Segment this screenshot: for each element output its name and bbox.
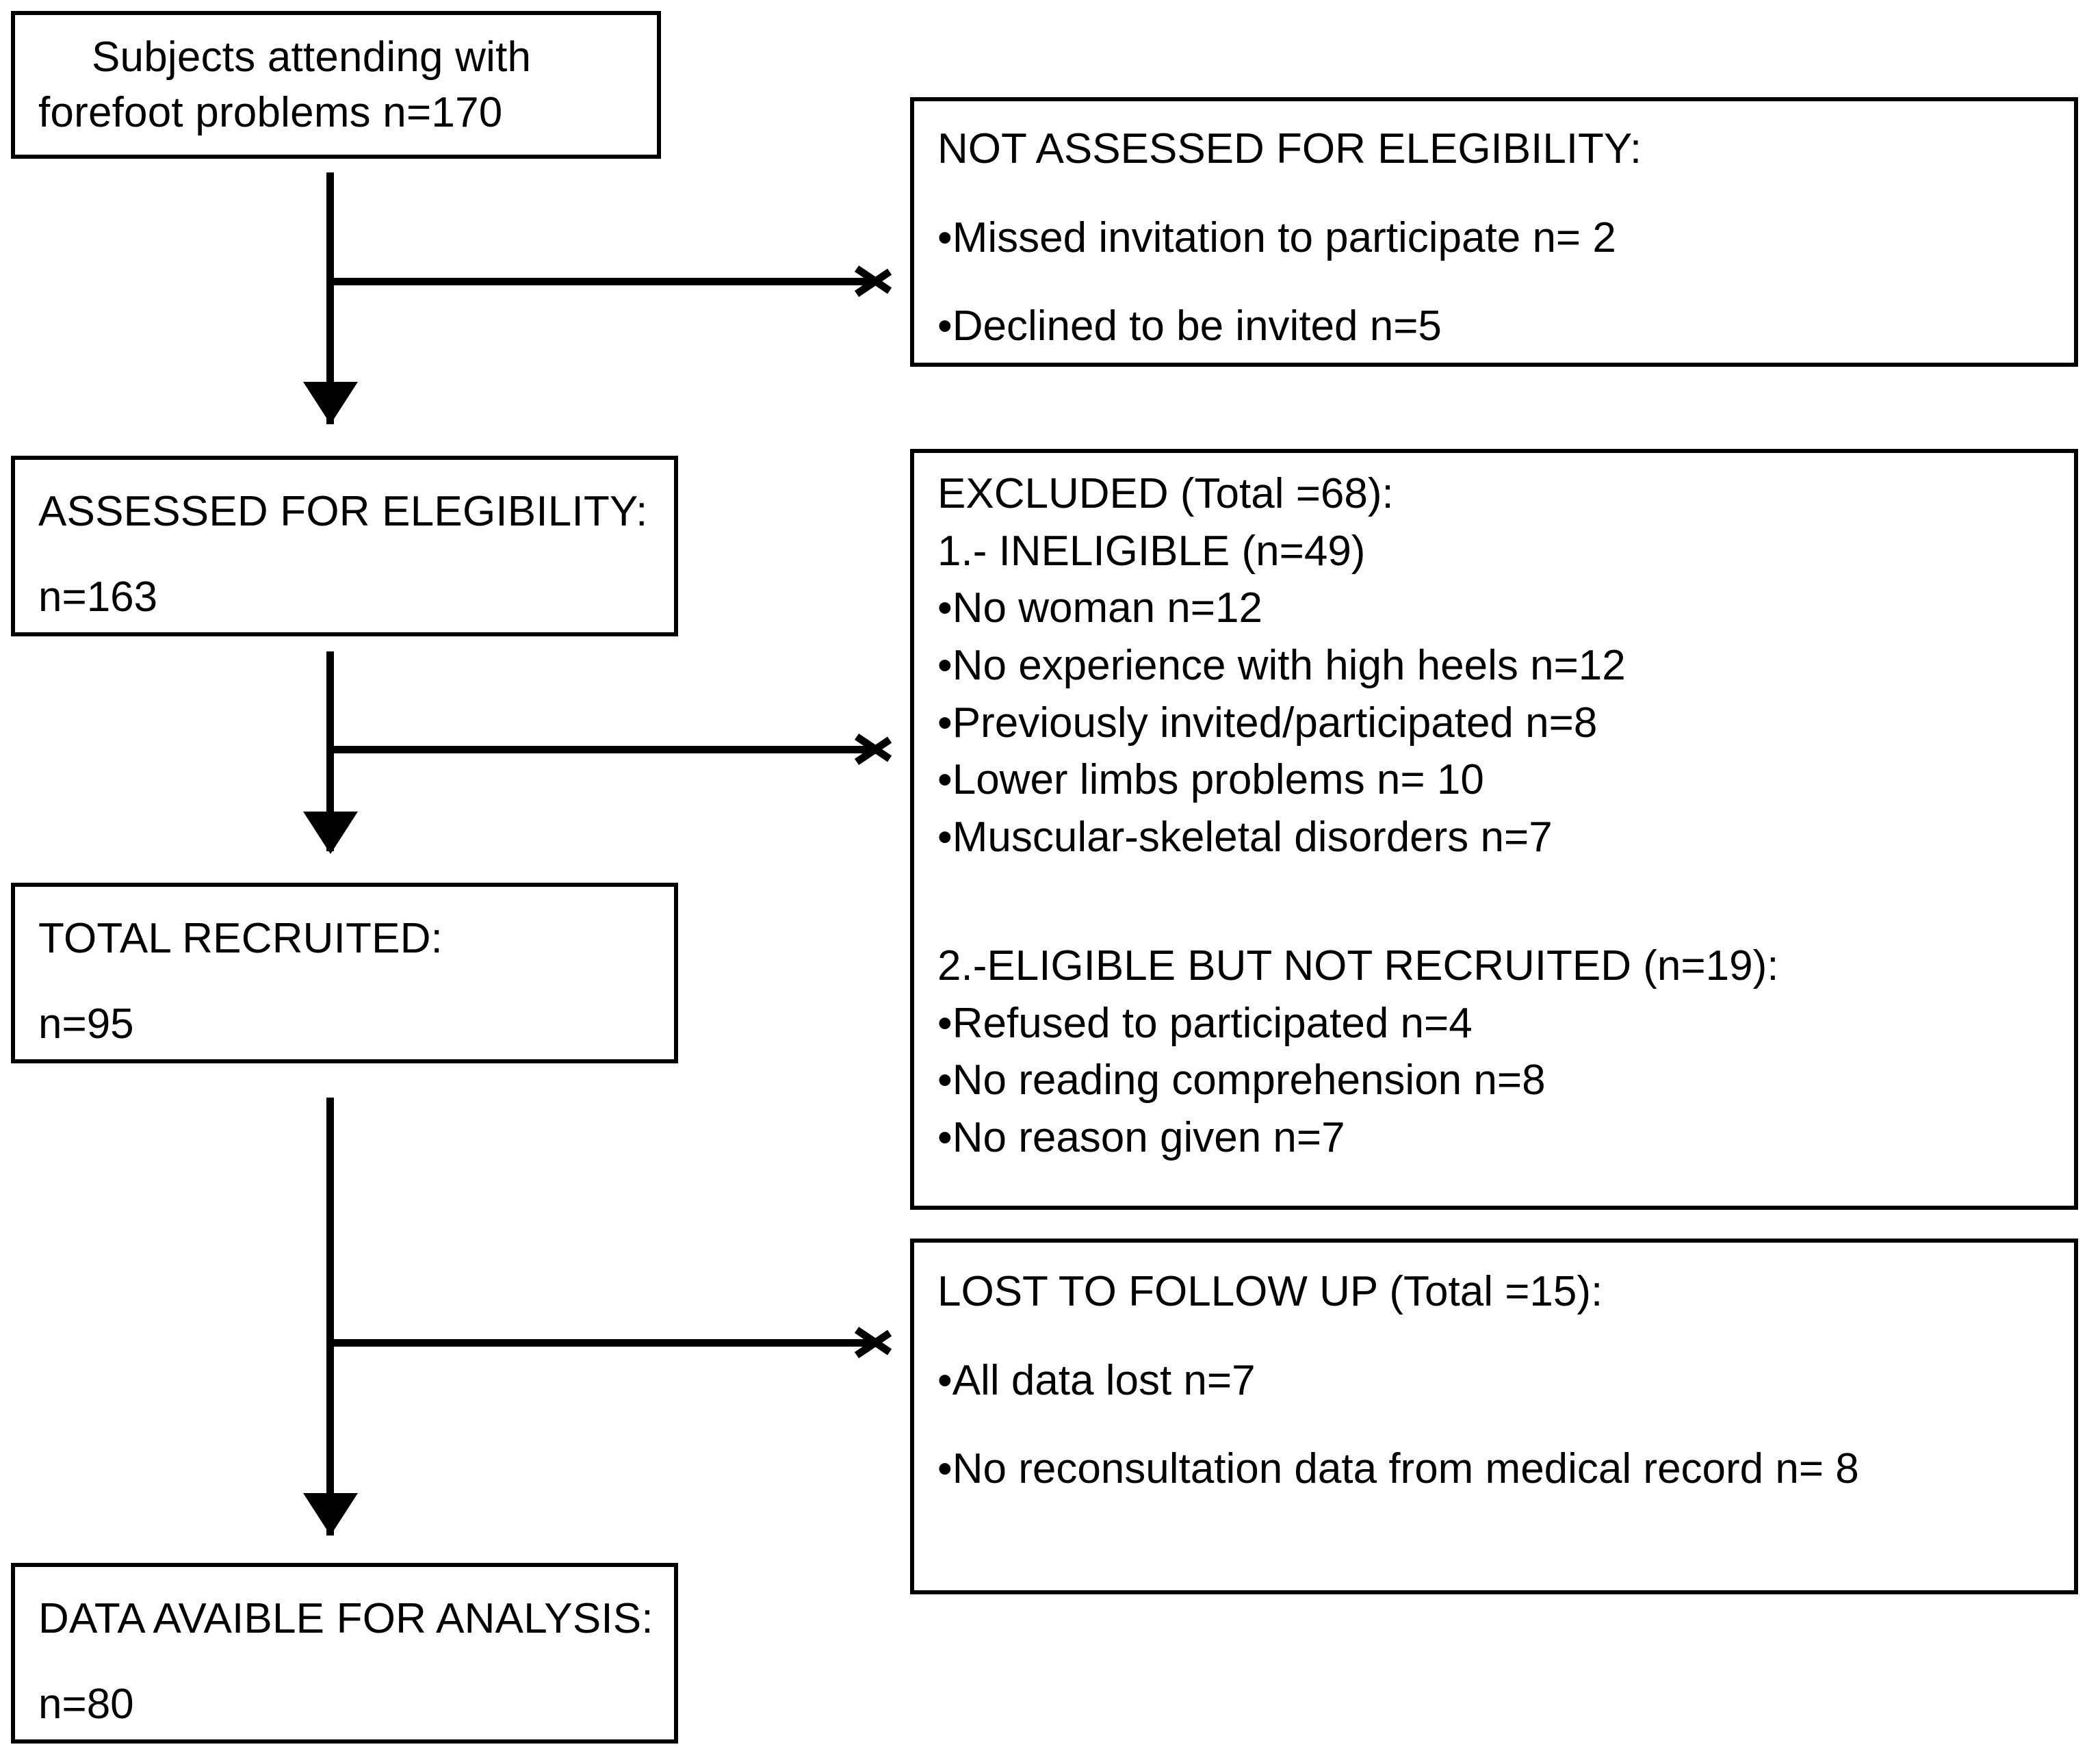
connector-vline-3 — [326, 1098, 334, 1536]
box-lost-to-follow-up: LOST TO FOLLOW UP (Total =15): •All data… — [910, 1239, 2078, 1594]
data-available-heading: DATA AVAIBLE FOR ANALYSIS: — [38, 1595, 653, 1642]
excluded-section1-item-4: •Muscular-skeletal disorders n=7 — [937, 814, 1553, 861]
excluded-section1-item-3: •Lower limbs problems n= 10 — [937, 756, 1484, 804]
excluded-heading: EXCLUDED (Total =68): — [937, 470, 1394, 517]
connector-arrowhead-down-2 — [303, 812, 358, 854]
connector-hline-1 — [326, 278, 874, 285]
connector-hline-3 — [326, 1339, 874, 1347]
excluded-section2-item-0: •Refused to participated n=4 — [937, 999, 1473, 1047]
data-available-count: n=80 — [38, 1680, 134, 1728]
total-recruited-count: n=95 — [38, 1000, 134, 1048]
excluded-section1-item-1: •No experience with high heels n=12 — [937, 642, 1626, 690]
lost-followup-item-1: •No reconsultation data from medical rec… — [937, 1445, 1859, 1493]
excluded-section2-item-1: •No reading comprehension n=8 — [937, 1057, 1546, 1104]
excluded-section1-item-0: •No woman n=12 — [937, 584, 1262, 632]
lost-followup-item-0: •All data lost n=7 — [937, 1356, 1256, 1404]
connector-arrowhead-right-2 — [857, 729, 892, 770]
box-excluded: EXCLUDED (Total =68): 1.- INELIGIBLE (n=… — [910, 449, 2078, 1210]
lost-followup-heading: LOST TO FOLLOW UP (Total =15): — [937, 1268, 1603, 1315]
excluded-section2-item-2: •No reason given n=7 — [937, 1113, 1345, 1161]
excluded-section1-item-2: •Previously invited/participated n=8 — [937, 699, 1598, 747]
connector-hline-2 — [326, 746, 874, 753]
not-assessed-item-1: •Declined to be invited n=5 — [937, 302, 1442, 350]
box-assessed-for-elegibility: ASSESSED FOR ELEGIBILITY: n=163 — [11, 456, 678, 636]
connector-arrowhead-down-1 — [303, 382, 358, 424]
box-not-assessed: NOT ASSESSED FOR ELEGIBILITY: •Missed in… — [910, 97, 2078, 367]
connector-arrowhead-right-1 — [857, 261, 892, 302]
assessed-count: n=163 — [38, 573, 158, 621]
box-total-recruited: TOTAL RECRUITED: n=95 — [11, 883, 678, 1063]
excluded-section1-heading: 1.- INELIGIBLE (n=49) — [937, 527, 1366, 575]
not-assessed-item-0: •Missed invitation to participate n= 2 — [937, 213, 1616, 261]
box-data-available-for-analysis: DATA AVAIBLE FOR ANALYSIS: n=80 — [11, 1563, 678, 1744]
excluded-section2-heading: 2.-ELIGIBLE BUT NOT RECRUITED (n=19): — [937, 942, 1779, 989]
connector-vline-1 — [326, 172, 334, 424]
subjects-attending-line2: forefoot problems n=170 — [38, 88, 503, 136]
subjects-attending-line1: Subjects attending with — [92, 34, 532, 81]
connector-arrowhead-right-3 — [857, 1322, 892, 1363]
connector-arrowhead-down-3 — [303, 1493, 358, 1536]
not-assessed-heading: NOT ASSESSED FOR ELEGIBILITY: — [937, 125, 1642, 172]
box-subjects-attending: Subjects attending with forefoot problem… — [11, 11, 661, 159]
assessed-heading: ASSESSED FOR ELEGIBILITY: — [38, 488, 648, 535]
total-recruited-heading: TOTAL RECRUITED: — [38, 915, 443, 962]
